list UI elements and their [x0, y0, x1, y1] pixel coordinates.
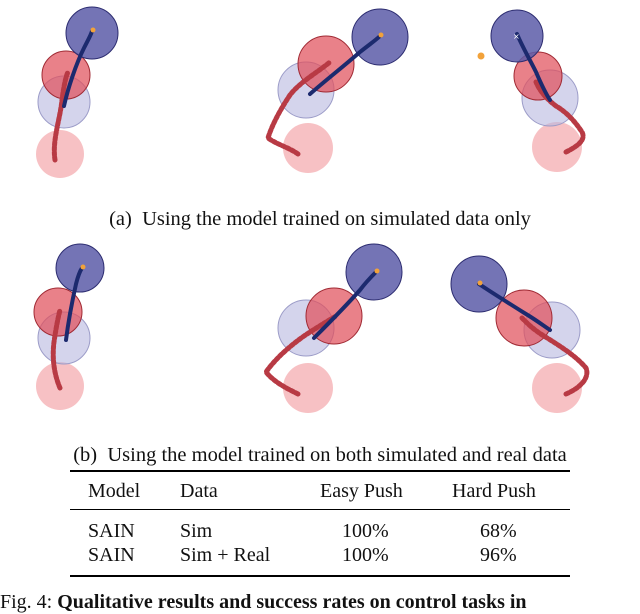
row-1-data: Sim — [180, 520, 213, 542]
start-pink-circle — [283, 123, 333, 173]
start-pink-circle — [36, 130, 84, 178]
caption-b: (b) Using the model trained on both simu… — [73, 444, 567, 466]
red-trajectory — [519, 315, 590, 397]
row-1-easy: 100% — [342, 520, 389, 542]
panel-a-scene-3: × — [477, 9, 586, 172]
start-pink-circle — [532, 363, 582, 413]
start-pink-circle — [283, 363, 333, 413]
goal-marker — [374, 268, 380, 274]
panel-a-scene-2 — [265, 8, 409, 173]
figure-caption-prefix: Fig. 4: — [0, 591, 53, 613]
blue-trajectory — [64, 266, 84, 342]
red-trajectory — [50, 307, 63, 391]
red-trajectory — [262, 313, 339, 397]
caption-a: (a) Using the model trained on simulated… — [109, 208, 531, 230]
start-pink-circle — [532, 122, 582, 172]
panel-b-scene-1 — [33, 243, 105, 410]
blue-trajectory — [477, 282, 552, 332]
panel-b-svg — [33, 243, 590, 413]
red-trajectory — [51, 69, 71, 163]
red-trajectory — [265, 59, 333, 157]
header-easy-push: Easy Push — [320, 480, 403, 502]
table-top-rule — [70, 470, 570, 472]
header-model: Model — [88, 480, 141, 502]
row-2-model: SAIN — [88, 544, 135, 566]
blue-trajectory — [62, 29, 94, 108]
figure-caption-bold: Qualitative results and success rates on… — [57, 591, 527, 613]
panel-a-svg: × — [36, 6, 586, 178]
goal-orange-dot — [477, 52, 485, 60]
panel-b-scene-3 — [450, 255, 590, 413]
panel-b-figure — [0, 238, 640, 438]
row-1-hard: 68% — [480, 520, 517, 542]
panel-b-scene-2 — [262, 243, 403, 413]
figure-caption: Fig. 4: Qualitative results and success … — [0, 591, 640, 614]
panel-a-scene-1 — [36, 6, 119, 178]
goal-marker — [90, 27, 96, 33]
blue-trajectory — [515, 32, 552, 102]
red-trajectory — [533, 79, 586, 155]
panel-a-figure: × — [0, 0, 640, 200]
blue-trajectory — [308, 34, 382, 96]
goal-marker — [378, 32, 384, 38]
row-1-model: SAIN — [88, 520, 135, 542]
blue-trajectory — [312, 270, 378, 340]
goal-cross: × — [513, 32, 520, 41]
table-bottom-rule — [70, 575, 570, 577]
header-data: Data — [180, 480, 218, 502]
row-2-hard: 96% — [480, 544, 517, 566]
row-2-data: Sim + Real — [180, 544, 271, 566]
row-2-easy: 100% — [342, 544, 389, 566]
goal-marker — [80, 264, 86, 270]
table-mid-rule — [70, 509, 570, 510]
header-hard-push: Hard Push — [452, 480, 536, 502]
goal-marker — [477, 280, 483, 286]
